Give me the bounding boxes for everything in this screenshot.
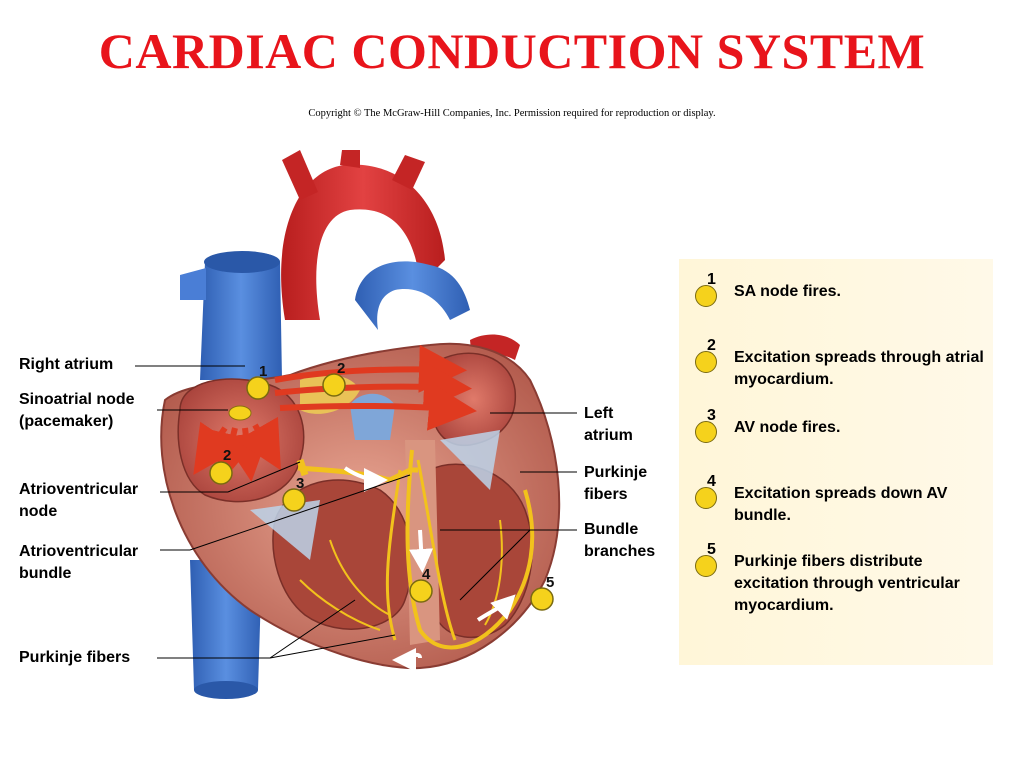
label-right-atrium: Right atrium	[19, 354, 113, 376]
step-text: Purkinje fibers distribute excitation th…	[734, 551, 989, 617]
marker-number-3: 3	[296, 475, 304, 492]
marker-circle-2b	[210, 462, 232, 484]
step-marker-icon	[695, 285, 717, 307]
step-marker-icon	[695, 351, 717, 373]
marker-circle-1	[247, 377, 269, 399]
marker-number-4: 4	[422, 566, 430, 583]
marker-number-2b: 2	[223, 447, 231, 464]
step-marker-icon	[695, 555, 717, 577]
steps-panel: 1 SA node fires. 2 Excitation spreads th…	[679, 259, 993, 665]
marker-circle-4	[410, 580, 432, 602]
marker-number-1: 1	[259, 363, 267, 380]
step-marker-icon	[695, 487, 717, 509]
marker-circle-2a	[323, 374, 345, 396]
step-text: SA node fires.	[734, 281, 989, 303]
step-text: Excitation spreads through atrial myocar…	[734, 347, 989, 391]
label-purkinje-fibers-bottom: Purkinje fibers	[19, 647, 130, 669]
marker-circle-5	[531, 588, 553, 610]
step-text: AV node fires.	[734, 417, 989, 439]
marker-number-5: 5	[546, 574, 554, 591]
step-text: Excitation spreads down AV bundle.	[734, 483, 989, 527]
marker-circle-3	[283, 489, 305, 511]
marker-number-2a: 2	[337, 360, 345, 377]
label-sinoatrial-node: Sinoatrial node(pacemaker)	[19, 389, 135, 433]
step-marker-icon	[695, 421, 717, 443]
